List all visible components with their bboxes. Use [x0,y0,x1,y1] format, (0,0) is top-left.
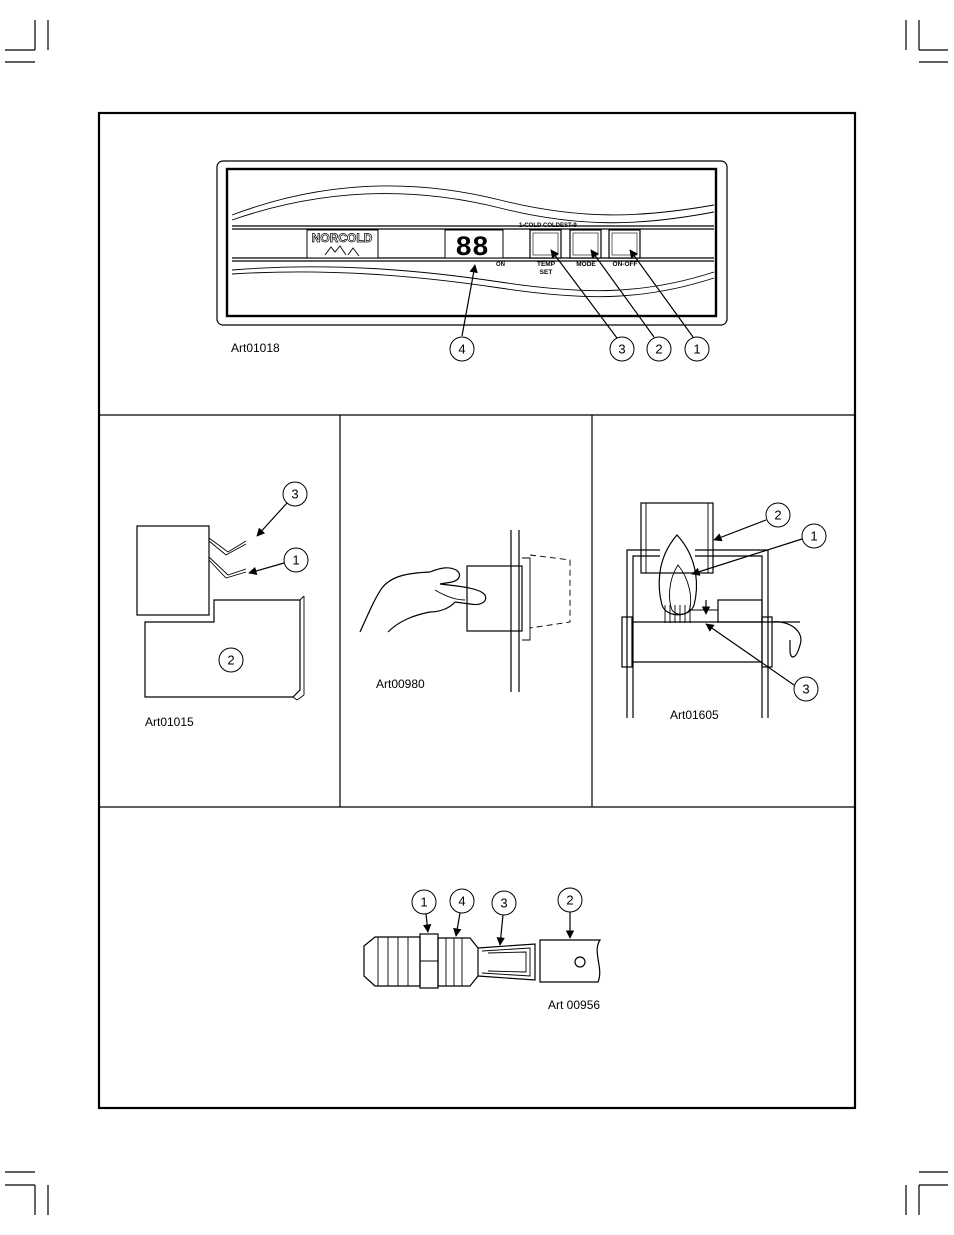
svg-text:3: 3 [618,342,625,357]
thermistor-diagram: 3 1 2 Art01015 [136,481,309,729]
callout-3 [609,336,635,362]
hand-cover-diagram: Art00980 [359,530,571,692]
logo-text: NORCOLD [312,231,373,245]
art-id-bottom: Art 00956 [548,998,600,1012]
callout-3 [793,676,819,702]
burner-flame-diagram: 2 1 3 Art01605 [621,502,827,722]
callout-4 [449,336,475,362]
svg-text:3: 3 [500,896,507,911]
norcold-logo: NORCOLD [306,229,379,259]
svg-text:3: 3 [291,487,298,502]
svg-text:4: 4 [458,894,465,909]
art-id-right: Art01605 [670,708,719,722]
callout-2 [765,502,791,528]
svg-text:2: 2 [227,653,234,668]
on-off-button[interactable]: ON-OFF [608,229,641,268]
control-panel-diagram: NORCOLD 88 ON 1-COLD COLDEST-9 TEMP SET … [216,160,728,362]
outer-frame [97,111,857,1110]
svg-text:3: 3 [802,682,809,697]
crop-marks [5,20,948,1215]
set-button-label: SET [540,269,553,276]
mode-button-label: MODE [576,261,596,268]
art-id-left: Art01015 [145,715,194,729]
svg-text:2: 2 [774,508,781,523]
callout-1 [684,336,710,362]
svg-text:2: 2 [655,342,662,357]
on-off-button-label: ON-OFF [613,261,638,268]
callout-1 [283,547,309,573]
svg-text:4: 4 [458,342,465,357]
art-id-top: Art01018 [231,341,280,355]
temp-set-button[interactable]: TEMP SET [529,229,562,276]
callout-4 [449,888,475,914]
fitting-diagram: 1 4 3 2 Art 00956 [363,887,602,1012]
svg-text:1: 1 [420,895,427,910]
callout-1 [411,889,437,915]
temperature-scale-label: 1-COLD COLDEST-9 [519,223,577,229]
display-on-label: ON [496,262,505,268]
digital-display: 88 ON [444,229,505,268]
temp-button-label: TEMP [537,261,556,268]
mode-button[interactable]: MODE [569,229,602,268]
callout-1 [801,523,827,549]
svg-text:2: 2 [566,893,573,908]
svg-text:1: 1 [810,529,817,544]
art-id-middle: Art00980 [376,677,425,691]
callout-3 [491,890,517,916]
svg-text:1: 1 [292,553,299,568]
svg-text:1: 1 [693,342,700,357]
display-digits: 88 [455,233,489,264]
callout-2 [646,336,672,362]
callout-2 [218,647,244,673]
callout-3 [282,481,308,507]
